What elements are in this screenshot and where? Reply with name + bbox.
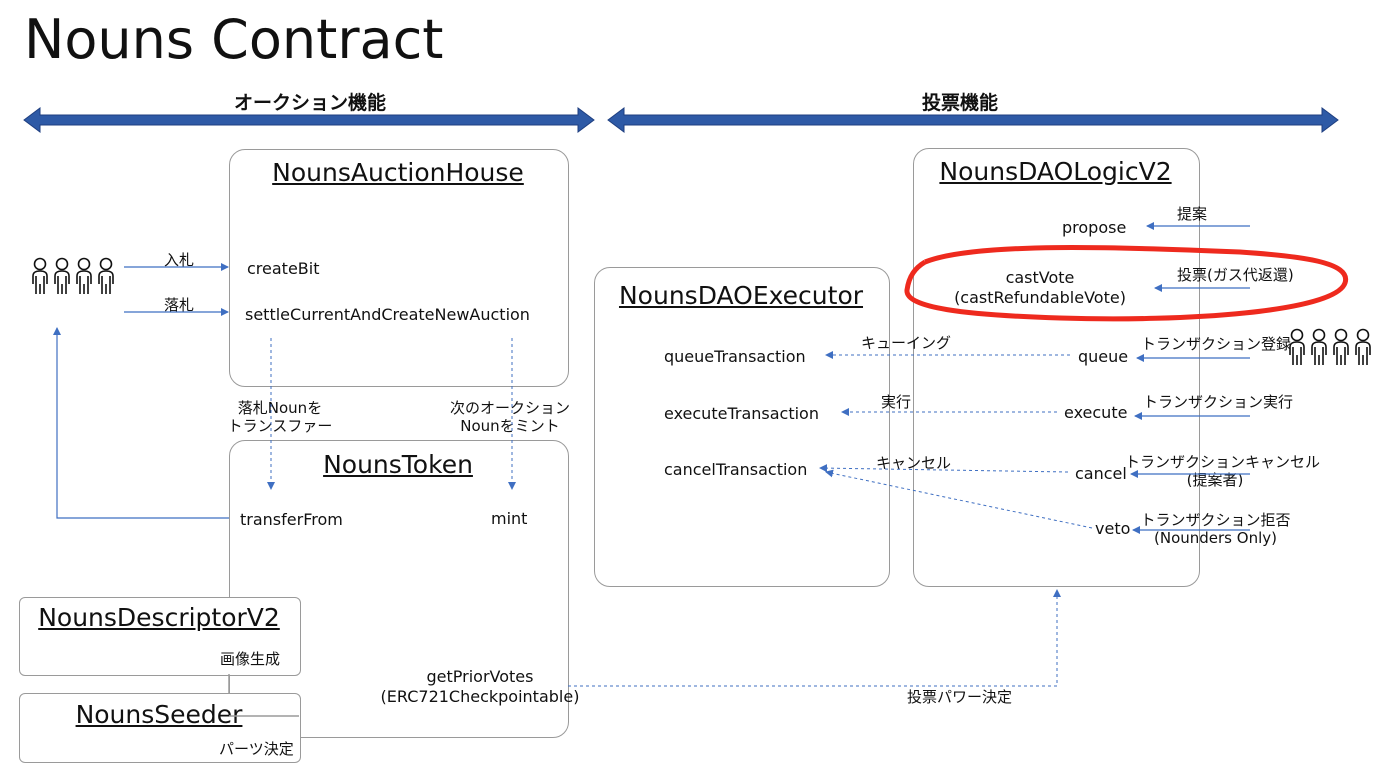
token-box [229,440,569,738]
fn-execute-transaction: executeTransaction [664,404,819,423]
label-queueing: キューイング [861,334,952,352]
label-bid: 入札 [164,251,195,269]
label-queue-right: トランザクション登録 [1141,335,1292,353]
auction-house-title: NounsAuctionHouse [272,158,524,187]
fn-mint: mint [491,509,528,528]
seeder-caption: パーツ決定 [219,740,294,758]
label-execute-right: トランザクション実行 [1143,393,1294,411]
label-cancel-right: トランザクションキャンセル (提案者) [1125,453,1321,489]
label-vote: 投票(ガス代返還) [1177,266,1294,284]
fn-transfer-from: transferFrom [240,510,343,529]
fn-get-prior-votes-line2: (ERC721Checkpointable) [380,687,580,706]
label-transfer: 落札Nounを トランスファー [210,399,350,435]
section-vote-arrow [607,107,1339,133]
label-executing: 実行 [881,393,912,411]
fn-queue: queue [1078,347,1129,366]
fn-cancel-transaction: cancelTransaction [664,460,808,479]
label-propose: 提案 [1177,205,1208,223]
label-veto-right: トランザクション拒否 (Nounders Only) [1138,511,1293,547]
label-transfer-line2: トランスファー [227,417,333,435]
arrow-vote-power [568,589,1061,687]
token-title: NounsToken [323,450,473,479]
label-cancel-right-line2: (提案者) [1186,471,1244,489]
people-group-icon-left [32,257,114,295]
auction-house-box [229,149,569,387]
fn-execute: execute [1064,403,1128,422]
fn-get-prior-votes: getPriorVotes (ERC721Checkpointable) [360,667,600,707]
fn-cast-vote-line1: castVote [1005,268,1075,287]
seeder-box [19,693,301,763]
fn-settle-auction: settleCurrentAndCreateNewAuction [245,305,530,324]
label-veto-right-line1: トランザクション拒否 [1140,511,1291,529]
label-cancel-right-line1: トランザクションキャンセル [1125,453,1321,471]
fn-cast-vote-line2: (castRefundableVote) [954,288,1126,307]
fn-cancel: cancel [1075,464,1127,483]
arrow-transfer-back [53,327,229,519]
fn-get-prior-votes-line1: getPriorVotes [426,667,534,686]
section-vote-label: 投票機能 [921,92,998,114]
descriptor-title: NounsDescriptorV2 [38,603,280,632]
logic-title: NounsDAOLogicV2 [939,157,1172,186]
label-mint: 次のオークション Nounをミント [435,399,585,435]
seeder-title: NounsSeeder [75,700,243,729]
fn-propose: propose [1062,218,1127,237]
label-veto-right-line2: (Nounders Only) [1154,529,1277,547]
page-title: Nouns Contract [24,8,444,71]
label-vote-power: 投票パワー決定 [907,688,1013,706]
executor-box [594,267,890,587]
section-auction-arrow [23,107,595,133]
fn-cast-vote: castVote (castRefundableVote) [930,268,1150,308]
descriptor-caption: 画像生成 [220,650,281,668]
arrow-veto [825,469,1093,529]
label-win: 落札 [164,296,195,314]
arrow-cancelling [819,464,1069,473]
highlight-castvote [904,245,1349,322]
fn-queue-transaction: queueTransaction [664,347,806,366]
people-group-icon-right [1289,328,1371,366]
descriptor-box [19,597,301,676]
section-auction-label: オークション機能 [233,92,386,114]
logic-box [913,148,1200,587]
fn-create-bit: createBit [247,259,320,278]
executor-title: NounsDAOExecutor [618,281,864,310]
label-mint-line1: 次のオークション [449,399,570,417]
fn-veto: veto [1095,519,1131,538]
label-transfer-line1: 落札Nounを [237,399,323,417]
label-cancelling: キャンセル [876,454,952,472]
label-mint-line2: Nounをミント [460,417,560,435]
